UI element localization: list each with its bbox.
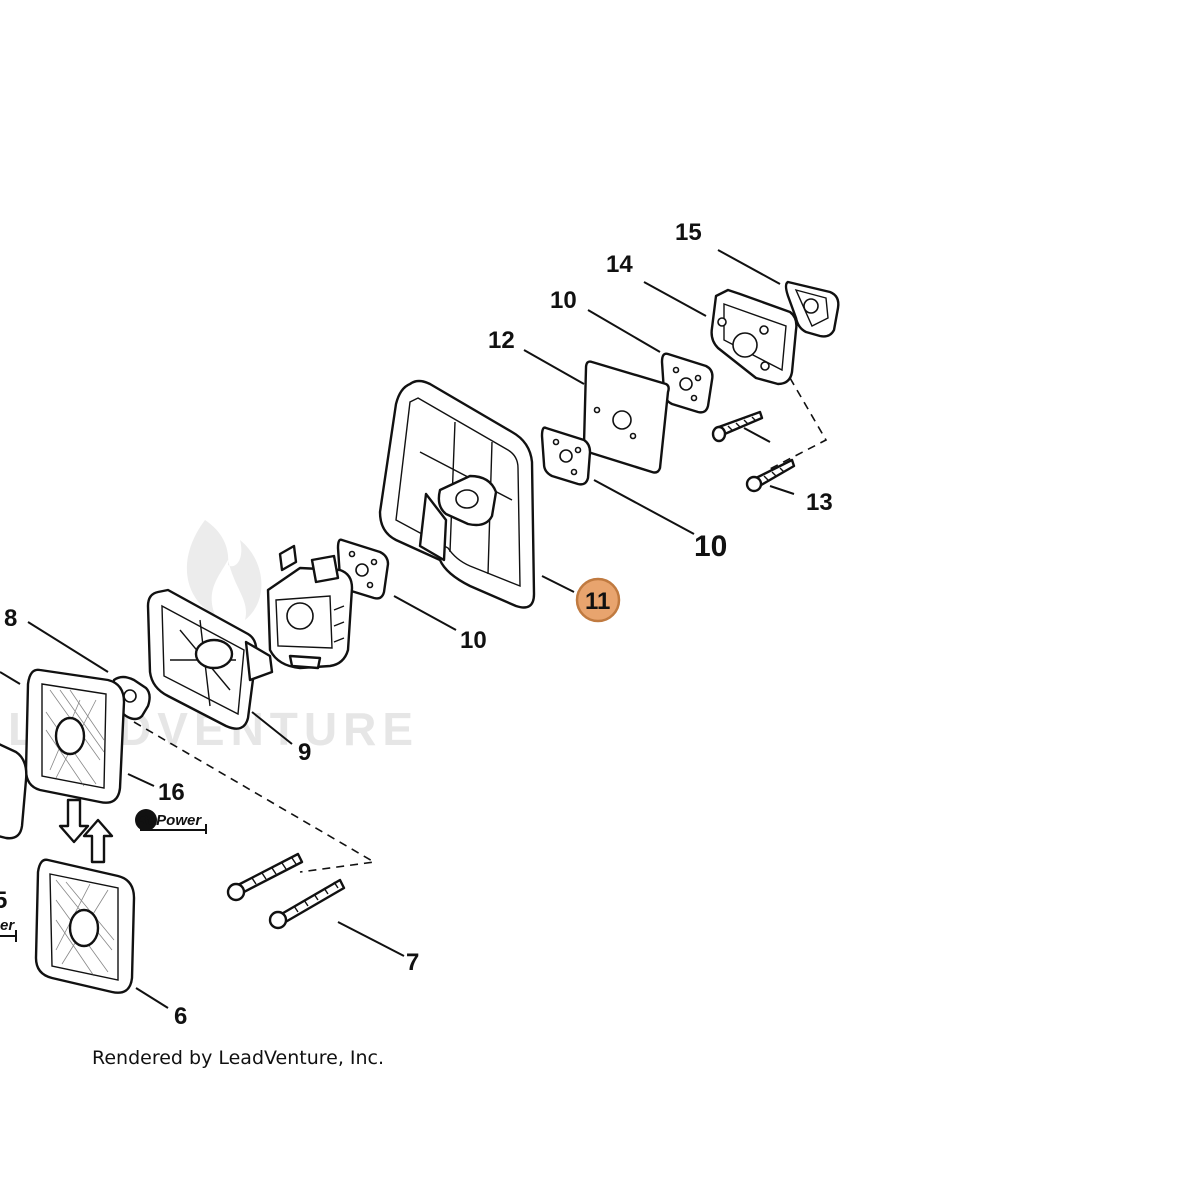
callout-8[interactable]: 8 bbox=[4, 605, 17, 632]
swap-arrows-icon bbox=[58, 798, 114, 864]
callout-6[interactable]: 6 bbox=[174, 1003, 187, 1030]
callout-15[interactable]: 15 bbox=[675, 219, 702, 246]
highlight-marker bbox=[575, 577, 621, 623]
callout-13[interactable]: 13 bbox=[806, 489, 833, 516]
part-5-filter-partial[interactable] bbox=[0, 740, 28, 840]
assembly-line-upper bbox=[767, 377, 828, 471]
part-14-manifold[interactable] bbox=[710, 288, 798, 386]
part-13-screws[interactable] bbox=[711, 410, 796, 493]
leader-lines bbox=[0, 249, 795, 1009]
callout-9[interactable]: 9 bbox=[298, 739, 311, 766]
callout-7[interactable]: 7 bbox=[406, 949, 419, 976]
repower-logo-partial: er bbox=[0, 917, 17, 942]
callout-16[interactable]: 16 bbox=[158, 779, 185, 806]
repower-logo-icon bbox=[135, 809, 157, 831]
credit-text: Rendered by LeadVenture, Inc. bbox=[92, 1047, 384, 1069]
part-6-filter[interactable] bbox=[34, 858, 136, 994]
repower-logo-partial-text: er bbox=[0, 917, 15, 934]
part-10-gasket-upper[interactable] bbox=[660, 352, 714, 414]
callout-5[interactable]: 5 bbox=[0, 887, 7, 914]
callout-11-highlighted[interactable]: 11 bbox=[575, 577, 621, 623]
callout-11[interactable]: 11 bbox=[585, 588, 610, 615]
callout-10-lower[interactable]: 10 bbox=[460, 627, 487, 654]
part-15-gasket[interactable] bbox=[784, 280, 840, 338]
assembly-line-lower bbox=[133, 721, 377, 873]
repower-logo: RePower bbox=[135, 809, 207, 834]
callout-14[interactable]: 14 bbox=[606, 251, 633, 278]
part-11-filter-housing[interactable] bbox=[378, 379, 536, 609]
carburetor[interactable] bbox=[266, 544, 354, 670]
part-10-gasket-middle[interactable] bbox=[540, 426, 592, 486]
flame-watermark-icon bbox=[186, 520, 262, 620]
callout-12[interactable]: 12 bbox=[488, 327, 515, 354]
callout-10-upper[interactable]: 10 bbox=[550, 287, 577, 314]
part-16-filter[interactable] bbox=[24, 668, 126, 804]
callout-10-middle[interactable]: 10 bbox=[694, 530, 727, 563]
part-12-plate[interactable] bbox=[582, 360, 670, 474]
part-9-filter-base[interactable] bbox=[146, 588, 274, 730]
part-7-screws[interactable] bbox=[226, 852, 346, 930]
repower-logo-text: RePower bbox=[137, 812, 202, 829]
